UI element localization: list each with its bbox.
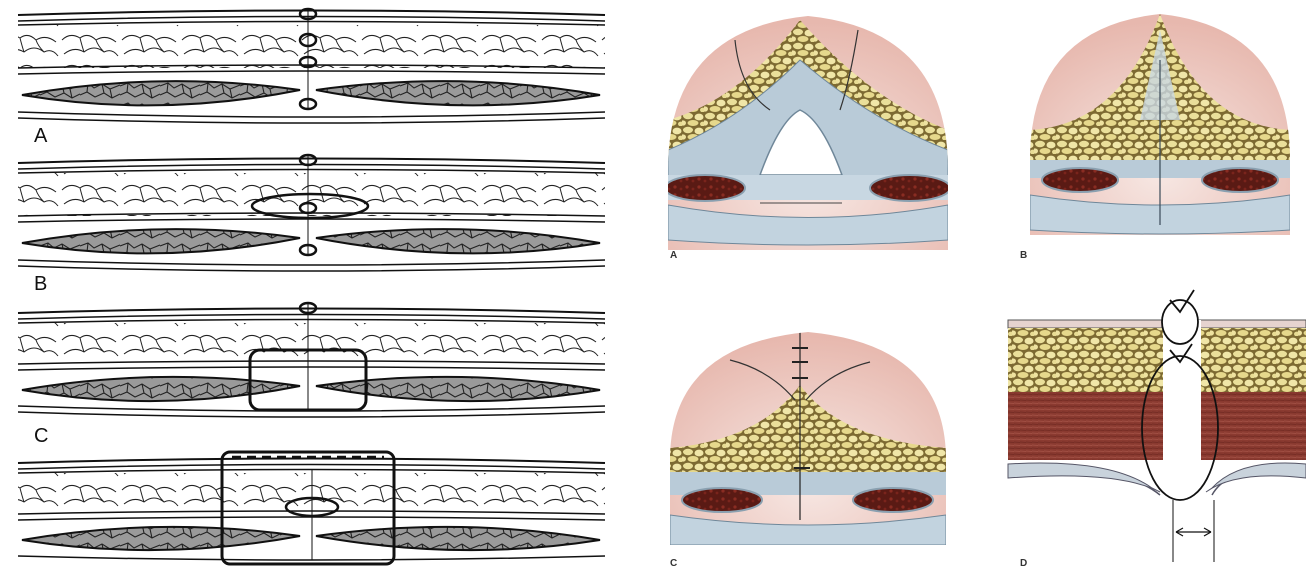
illustration-b [1025, 10, 1295, 240]
right-panel: A B C [660, 10, 1306, 569]
illustration-d [1008, 290, 1306, 562]
label-right-c: C [670, 558, 677, 569]
closure-diagram-c: C [18, 302, 605, 447]
closure-diagram-a: A [18, 8, 605, 147]
label-right-d: D [1020, 558, 1027, 569]
label-right-b: B [1020, 250, 1027, 261]
label-left-b: B [34, 273, 47, 295]
closure-diagram-b: B [18, 154, 605, 295]
label-left-a: A [34, 125, 48, 147]
label-left-c: C [34, 425, 48, 447]
illustration-a [660, 10, 960, 255]
illustration-c [665, 325, 955, 550]
label-right-a: A [670, 250, 677, 261]
closure-diagram-d [18, 452, 605, 564]
left-panel: A B [18, 8, 605, 564]
